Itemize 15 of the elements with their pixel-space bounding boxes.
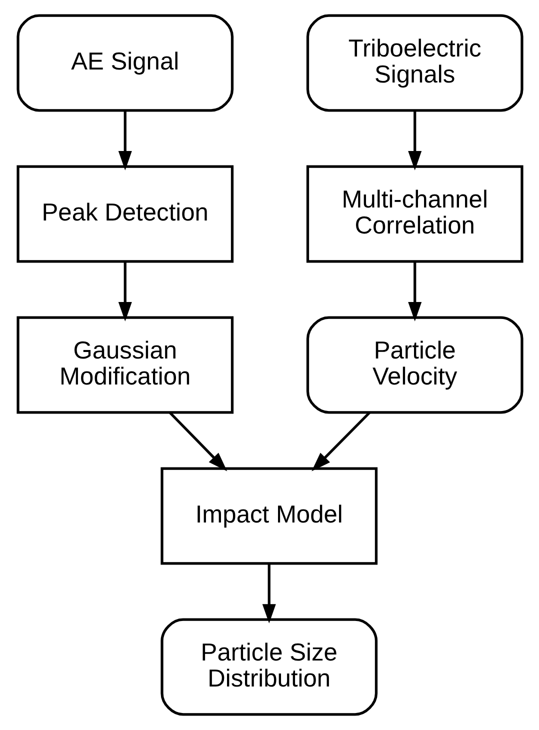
arrow — [118, 110, 132, 170]
node-box: Gaussian Modification — [16, 316, 234, 414]
node-box: Particle Velocity — [306, 316, 523, 414]
node-box: AE Signal — [16, 14, 234, 112]
arrow — [118, 262, 132, 322]
node-box: Impact Model — [160, 467, 378, 565]
arrow — [408, 262, 422, 322]
arrow — [168, 412, 227, 472]
node-box: Triboelectric Signals — [306, 14, 523, 112]
arrow — [408, 110, 422, 170]
node-box: Multi-channel Correlation — [306, 165, 523, 263]
node-box: Peak Detection — [16, 165, 234, 263]
node-box: Particle Size Distribution — [160, 618, 378, 716]
arrow — [311, 412, 370, 472]
arrow — [262, 564, 276, 624]
